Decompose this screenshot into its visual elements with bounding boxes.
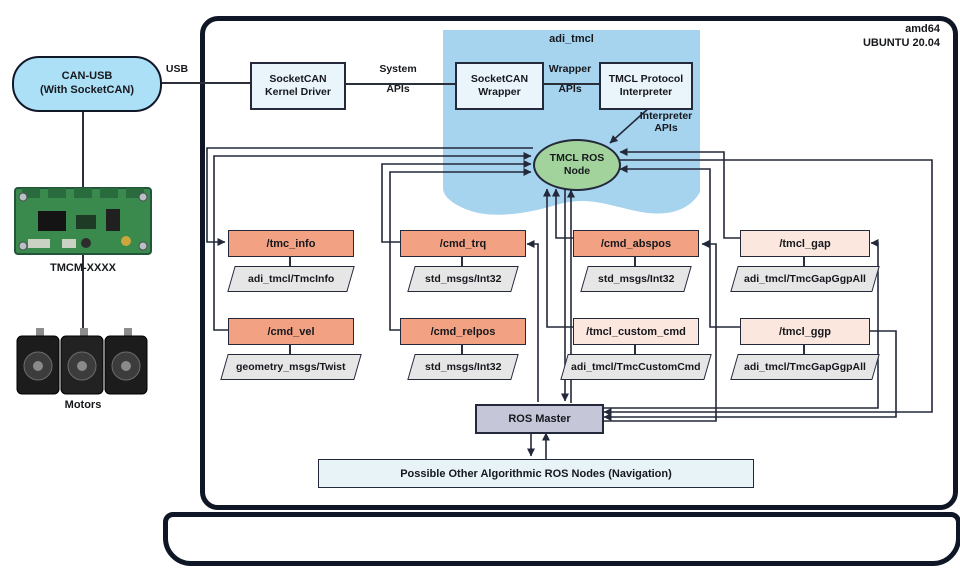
- msgtype-cmd-relpos: std_msgs/Int32: [407, 354, 519, 380]
- ros-master-box: ROS Master: [475, 404, 604, 434]
- motors-label: Motors: [64, 399, 102, 411]
- tmcl-ros-node: TMCL ROS Node: [533, 139, 621, 191]
- motors-image: [16, 328, 148, 395]
- topic-tmc-info: /tmc_info: [228, 230, 354, 257]
- platform-os: UBUNTU 20.04: [862, 36, 940, 49]
- msgtype-tmcl-ggp: adi_tmcl/TmcGapGgpAll: [730, 354, 880, 380]
- wrapper-api-wire: [540, 83, 599, 85]
- can-usb-device: CAN-USB (With SocketCAN): [12, 56, 162, 112]
- topic-tmcl-ggp: /tmcl_ggp: [740, 318, 870, 345]
- msgtype-tmcl-gap: adi_tmcl/TmcGapGgpAll: [730, 266, 880, 292]
- can-usb-label-line1: CAN-USB: [61, 70, 113, 83]
- topic-cmd-abspos: /cmd_abspos: [573, 230, 699, 257]
- msgtype-cmd-trq: std_msgs/Int32: [407, 266, 519, 292]
- tmcm-board-image: [14, 187, 152, 255]
- interpreter-apis-label: Interpreter APIs: [639, 110, 693, 134]
- connector-cmd-vel: [289, 343, 291, 354]
- platform-arch: amd64: [905, 23, 940, 35]
- kernel-box-line1: SocketCAN: [269, 73, 327, 86]
- system-api-wire: [342, 83, 455, 85]
- socketcan-wrapper-box: SocketCAN Wrapper: [455, 62, 544, 110]
- usb-wire: [158, 82, 250, 84]
- kernel-box-line2: Kernel Driver: [265, 86, 331, 98]
- topic-cmd-trq: /cmd_trq: [400, 230, 526, 257]
- other-ros-nodes-box: Possible Other Algorithmic ROS Nodes (Na…: [318, 459, 754, 488]
- topic-tmcl-gap: /tmcl_gap: [740, 230, 870, 257]
- can-usb-label-line2: (With SocketCAN): [39, 84, 134, 96]
- msgtype-cmd-abspos: std_msgs/Int32: [580, 266, 692, 292]
- topic-cmd-vel: /cmd_vel: [228, 318, 354, 345]
- tmcl-protocol-interpreter-box: TMCL Protocol Interpreter: [599, 62, 693, 110]
- msgtype-cmd-vel: geometry_msgs/Twist: [220, 354, 362, 380]
- platform-label: amd64 UBUNTU 20.04: [820, 23, 940, 51]
- msgtype-tmcl-custom-cmd: adi_tmcl/TmcCustomCmd: [560, 354, 712, 380]
- board-label: TMCM-XXXX: [50, 262, 116, 274]
- system-apis-label: System APIs: [379, 63, 417, 95]
- connector-cmd-relpos: [461, 343, 463, 354]
- topic-tmcl-custom-cmd: /tmcl_custom_cmd: [573, 318, 699, 345]
- laptop-base: [163, 512, 960, 566]
- msgtype-tmc-info: adi_tmcl/TmcInfo: [227, 266, 355, 292]
- socketcan-kernel-driver-box: SocketCAN Kernel Driver: [250, 62, 346, 110]
- package-title: adi_tmcl: [549, 33, 594, 45]
- topic-cmd-relpos: /cmd_relpos: [400, 318, 526, 345]
- usb-label: USB: [165, 63, 189, 75]
- wrapper-apis-label: Wrapper APIs: [548, 63, 592, 95]
